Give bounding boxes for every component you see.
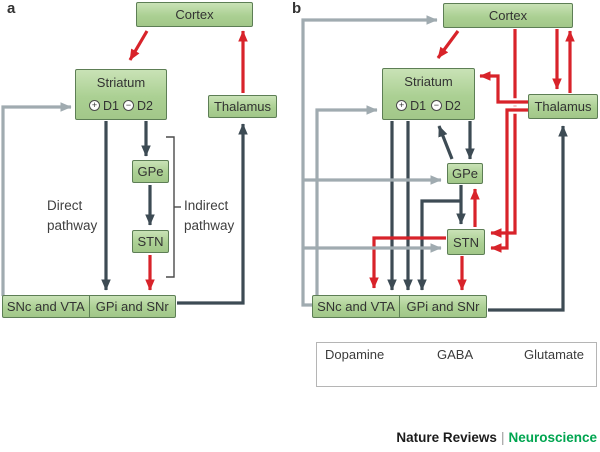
a-direct-pathway-label: Direct pathway: [47, 196, 97, 236]
a-thalamus-box: Thalamus: [208, 95, 277, 118]
b-gpe-label: GPe: [451, 166, 478, 181]
panel-b-label: b: [292, 0, 302, 17]
arrow-b-sncvta-to-cortex-dopamine: [301, 15, 438, 307]
a-sncvta-cell: SNc and VTA: [3, 296, 89, 317]
a-d1-group: + D1: [89, 98, 119, 113]
b-sncvta-cell: SNc and VTA: [313, 296, 399, 317]
b-thalamus-label: Thalamus: [534, 99, 592, 114]
arrow-a-gpisnr-to-thalamus-gaba: [177, 123, 248, 305]
a-d2-group: − D2: [122, 98, 153, 113]
a-direct-line2: pathway: [47, 218, 98, 233]
footer-brand: Nature Reviews: [396, 430, 497, 445]
a-indirect-line1: Indirect: [184, 198, 229, 213]
arrow-b-stn-to-sncvta-glutamate: [369, 236, 446, 289]
arrow-a-sncvta-to-striatum-dopamine: [1, 102, 72, 296]
a-gpisnr-label: GPi and SNr: [95, 299, 169, 314]
legend-glutamate-label: Glutamate: [524, 347, 584, 362]
a-direct-line1: Direct: [47, 198, 83, 213]
a-d2-label: D2: [136, 98, 153, 113]
b-cortex-box: Cortex: [443, 3, 573, 28]
a-d1-label: D1: [103, 98, 119, 113]
arrow-b-sncvta-to-striatum-dopamine: [315, 105, 378, 296]
a-indirect-line2: pathway: [184, 218, 235, 233]
journal-footer: Nature Reviews|Neuroscience: [396, 430, 597, 445]
legend-dopamine-label: Dopamine: [325, 347, 385, 362]
b-thalamus-box: Thalamus: [528, 94, 598, 119]
arrow-b-gpe-to-striatum-gaba: [437, 125, 454, 160]
b-sncvta-label: SNc and VTA: [317, 299, 395, 314]
arrow-b-cortex-to-stn-glutamate: [490, 29, 517, 238]
b-d2-group: − D2: [430, 98, 461, 113]
legend-box: [316, 342, 597, 387]
a-stn-label: STN: [137, 234, 164, 249]
b-output-box: SNc and VTA GPi and SNr: [312, 295, 487, 318]
a-d2-minus-icon: −: [122, 100, 134, 112]
legend-gaba-label: GABA: [437, 347, 474, 362]
arrow-b-gpisnr-to-thalamus-gaba: [488, 125, 568, 312]
b-d1-plus-icon: +: [396, 100, 408, 112]
b-d1-label: D1: [410, 98, 427, 113]
arrow-a-cortex-to-striatum-glutamate: [128, 30, 149, 61]
arrow-b-thalamus-to-striatum-glutamate: [479, 71, 528, 104]
panel-a-label: a: [7, 0, 16, 17]
a-striatum-box: Striatum + D1 − D2: [75, 69, 167, 120]
a-cortex-box: Cortex: [136, 2, 253, 27]
a-striatum-label: Striatum: [96, 75, 146, 90]
a-indirect-pathway-label: Indirect pathway: [184, 196, 234, 236]
a-stn-box: STN: [132, 230, 169, 253]
b-d2-label: D2: [444, 98, 461, 113]
a-receptor-row: + D1 − D2: [89, 98, 153, 113]
b-gpisnr-cell: GPi and SNr: [399, 296, 486, 317]
b-gpe-box: GPe: [447, 163, 483, 184]
b-d1-group: + D1: [396, 98, 427, 113]
b-gpisnr-label: GPi and SNr: [406, 299, 480, 314]
indirect-pathway-bracket: [166, 136, 181, 278]
a-thalamus-label: Thalamus: [213, 99, 272, 114]
arrow-b-gpe-to-gpisnr-gaba: [417, 199, 461, 291]
b-stn-box: STN: [447, 229, 485, 255]
b-receptor-row: + D1 − D2: [396, 98, 461, 113]
b-d2-minus-icon: −: [430, 100, 442, 112]
arrow-b-cortex-to-striatum-glutamate: [436, 30, 460, 59]
a-sncvta-label: SNc and VTA: [6, 299, 85, 314]
b-stn-label: STN: [453, 234, 479, 250]
footer-journal: Neuroscience: [508, 430, 597, 445]
b-cortex-label: Cortex: [488, 8, 528, 23]
a-gpisnr-cell: GPi and SNr: [88, 296, 176, 317]
b-striatum-box: Striatum + D1 − D2: [382, 68, 475, 120]
arrow-b-thalamus-to-stn-glutamate: [490, 108, 528, 253]
footer-separator: |: [500, 430, 505, 445]
a-d1-plus-icon: +: [89, 100, 101, 112]
a-gpe-box: GPe: [132, 160, 169, 183]
a-output-box: SNc and VTA GPi and SNr: [2, 295, 176, 318]
a-cortex-label: Cortex: [175, 7, 214, 22]
b-striatum-label: Striatum: [404, 74, 453, 89]
a-gpe-label: GPe: [137, 164, 164, 179]
